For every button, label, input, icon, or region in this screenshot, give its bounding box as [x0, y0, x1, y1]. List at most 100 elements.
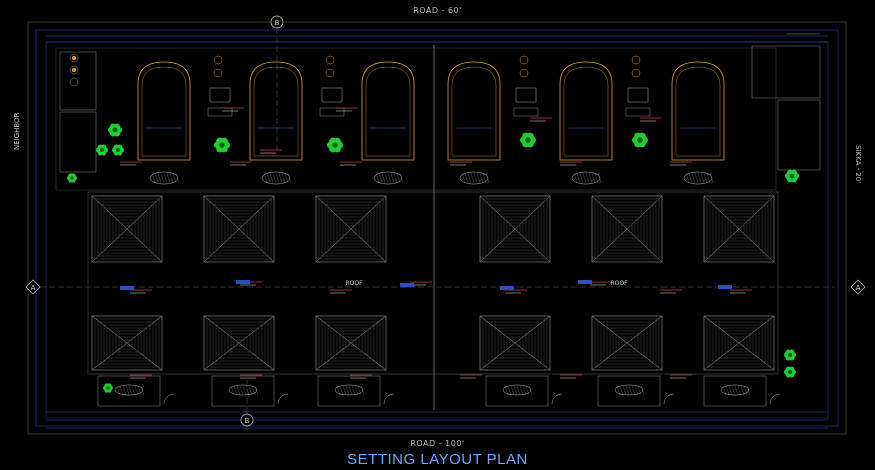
annotation-mark-3	[450, 161, 472, 166]
roof-outline	[87, 191, 779, 375]
fixture-group-1	[207, 55, 233, 117]
annotation-mark-15	[130, 374, 152, 379]
annotation-mark-5	[670, 161, 692, 166]
front-unit-5	[597, 375, 675, 407]
annotation-mark-25	[222, 107, 244, 112]
front-unit-4	[485, 375, 563, 407]
grid-marker-b-bottom: B	[240, 413, 254, 427]
roof-bottom-6	[703, 315, 775, 371]
dim-tag-6	[500, 286, 514, 290]
sikka-label: SIKKA - 20'	[854, 145, 862, 184]
neighbor-label: NEIGHBOR	[13, 112, 21, 150]
patio-3	[373, 171, 404, 185]
front-unit-3	[317, 375, 395, 407]
roof-bottom-1	[91, 315, 163, 371]
svg-text:B: B	[245, 417, 250, 425]
annotation-mark-11	[505, 289, 527, 294]
annotation-mark-6	[120, 161, 142, 166]
trees	[67, 123, 799, 393]
annotation-mark-14	[730, 289, 752, 294]
fixture-group-2	[319, 55, 345, 117]
tree-5	[327, 137, 343, 153]
roof-label-right: ROOF	[610, 280, 628, 287]
annotation-mark-12	[590, 281, 612, 286]
annotation-mark-9	[330, 289, 352, 294]
front-units	[97, 375, 781, 407]
pool-6	[671, 61, 725, 185]
left-yard	[59, 51, 97, 173]
tree-1	[108, 123, 122, 137]
grid-marker-b-top: B	[270, 15, 284, 29]
annotation-mark-24	[336, 107, 358, 112]
annotation-mark-13	[660, 289, 682, 294]
bottom-dimension-lines	[46, 411, 828, 429]
front-unit-2	[211, 375, 289, 407]
right-yard	[751, 33, 821, 171]
pools	[137, 61, 725, 185]
annotation-mark-23	[640, 117, 662, 122]
patio-6	[683, 171, 714, 185]
dim-tag-4	[718, 285, 732, 289]
dim-tag-3	[578, 280, 592, 284]
tree-11	[67, 173, 77, 183]
plot-boundary	[45, 41, 829, 419]
front-unit-6	[703, 375, 781, 407]
roof-top-5	[591, 195, 663, 263]
left-fixture-1	[72, 56, 76, 60]
roof-top-1	[91, 195, 163, 263]
pool-2	[249, 61, 303, 185]
roof-label-left: ROOF	[345, 280, 363, 287]
roofs	[87, 191, 779, 375]
fixtures	[72, 55, 651, 117]
roof-top-4	[479, 195, 551, 263]
roof-bottom-2	[203, 315, 275, 371]
patio-5	[571, 171, 602, 185]
annotation-mark-18	[460, 374, 482, 379]
tree-12	[103, 383, 113, 393]
left-fixture-2	[72, 68, 76, 72]
dim-tag-2	[400, 283, 414, 287]
annotation-mark-7	[130, 289, 152, 294]
svg-text:A: A	[31, 284, 36, 292]
tree-2	[96, 144, 109, 156]
annotation-mark-19	[560, 374, 582, 379]
annotation-mark-2	[340, 161, 362, 166]
roof-top-2	[203, 195, 275, 263]
dim-tag-5	[120, 286, 134, 290]
courtyard-row	[55, 47, 777, 191]
outer-frame	[27, 21, 847, 435]
road-bottom-label: ROAD - 100'	[410, 439, 465, 448]
small-notes	[120, 107, 752, 379]
grid-marker-a-right: A	[850, 279, 866, 295]
tree-8	[785, 169, 799, 183]
front-unit-1	[97, 375, 175, 407]
annotation-mark-22	[530, 117, 552, 122]
fixture-group-3	[513, 55, 539, 117]
roof-top-3	[315, 195, 387, 263]
road-top-label: ROAD - 60'	[413, 6, 462, 15]
pool-4	[447, 61, 501, 185]
annotation-mark-17	[350, 374, 372, 379]
patio-1	[149, 171, 180, 185]
roof-bottom-5	[591, 315, 663, 371]
tree-3	[112, 144, 125, 156]
tree-9	[784, 349, 796, 361]
annotation-mark-20	[670, 374, 692, 379]
pool-5	[559, 61, 613, 185]
svg-text:A: A	[856, 284, 861, 292]
annotation-mark-21	[260, 149, 282, 154]
tree-4	[214, 137, 230, 153]
grid-marker-a-left: A	[25, 279, 41, 295]
top-dimension-lines	[46, 35, 828, 43]
pool-1	[137, 61, 191, 185]
annotation-mark-4	[560, 161, 582, 166]
roof-bottom-3	[315, 315, 387, 371]
patio-4	[459, 171, 490, 185]
annotation-mark-1	[230, 161, 252, 166]
roof-bottom-4	[479, 315, 551, 371]
drawing-title: SETTING LAYOUT PLAN	[347, 451, 528, 468]
patio-2	[261, 171, 292, 185]
tree-10	[784, 366, 796, 378]
